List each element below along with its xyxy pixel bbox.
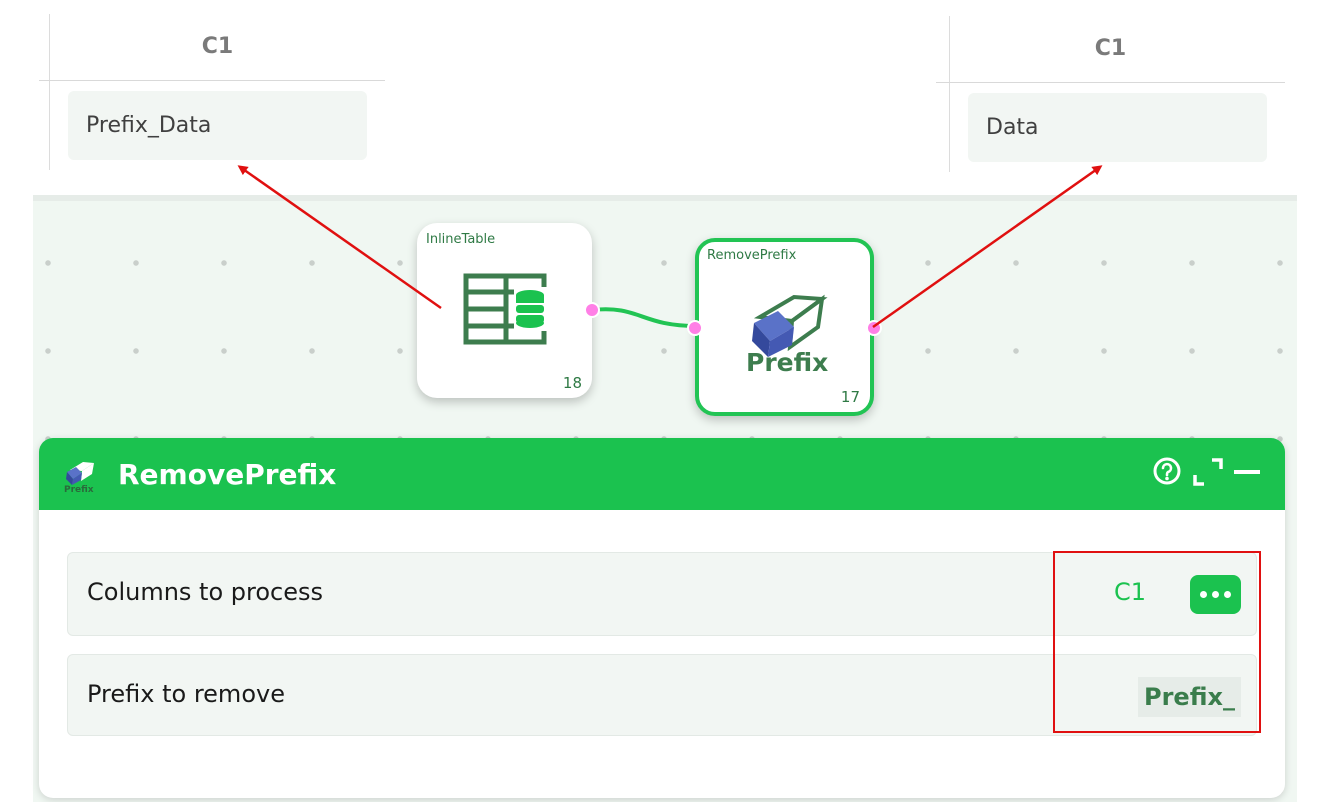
table-cell: Data [968,93,1267,162]
node-remove-prefix[interactable]: RemovePrefix Prefix 17 [687,238,882,416]
node-count: 17 [840,388,860,406]
node-title: InlineTable [426,232,496,247]
property-row-columns: Columns to process C1 [67,552,1257,636]
expand-icon[interactable] [1193,457,1223,487]
property-row-prefix: Prefix to remove Prefix_ [67,654,1257,736]
property-label: Columns to process [87,578,323,606]
input-port[interactable] [687,320,703,336]
icon-label: Prefix [64,485,94,493]
column-header: C1 [936,16,1285,83]
table-database-icon [463,273,547,345]
output-port[interactable] [866,320,882,336]
prefix-input[interactable]: Prefix_ [1138,677,1241,717]
minimize-icon[interactable] [1232,457,1262,487]
node-title: RemovePrefix [707,248,797,263]
panel-title: RemovePrefix [118,458,337,491]
node-inline-table[interactable]: InlineTable 18 [417,223,600,398]
output-preview-right: C1 Data [936,16,1286,172]
node-count: 18 [562,374,582,392]
output-preview-left: C1 Prefix_Data [39,14,386,170]
column-header: C1 [39,14,385,81]
selected-columns-link[interactable]: C1 [1113,578,1146,606]
eraser-prefix-icon: Prefix [64,462,94,493]
eraser-prefix-icon: Prefix [746,294,828,373]
dot-icon [1200,591,1207,598]
table-cell: Prefix_Data [68,91,367,160]
icon-label: Prefix [746,348,828,373]
dot-icon [1212,591,1219,598]
property-label: Prefix to remove [87,680,285,708]
dot-icon [1224,591,1231,598]
properties-panel: Prefix RemovePrefix Columns to process C… [39,438,1285,798]
output-port[interactable] [584,302,600,318]
more-options-button[interactable] [1190,575,1241,614]
help-icon[interactable] [1151,457,1183,489]
panel-header: Prefix RemovePrefix [39,438,1285,510]
